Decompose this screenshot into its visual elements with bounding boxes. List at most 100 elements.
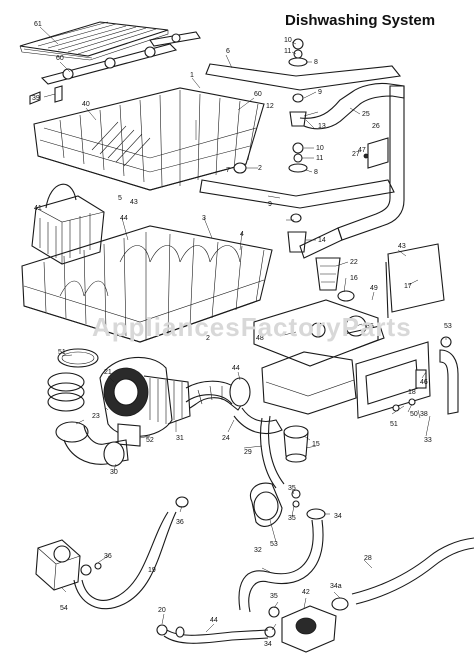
heater-control-box <box>355 336 459 419</box>
callout-25: 25 <box>362 111 370 118</box>
inlet-valve <box>35 539 102 591</box>
callout-6: 6 <box>226 48 230 55</box>
callout-31: 31 <box>176 435 184 442</box>
callout-32: 32 <box>254 547 262 554</box>
callout-37: 35 <box>366 323 374 330</box>
callout-41: 40 <box>82 101 90 108</box>
callout-58: 53 <box>270 541 278 548</box>
lower-spray-arm <box>199 142 395 253</box>
callout-10b: 10 <box>316 145 324 152</box>
callout-47b: 44 <box>210 617 218 624</box>
bottom-hose <box>156 624 269 644</box>
callout-49: 47 <box>358 147 366 154</box>
filter-assembly <box>315 257 355 302</box>
side-panel <box>385 243 445 319</box>
callout-19: 19 <box>148 567 156 574</box>
callout-60b: 60 <box>254 91 262 98</box>
drain-hose <box>73 511 177 610</box>
callout-21: 21 <box>104 369 112 376</box>
upper-spray-arm <box>205 38 405 130</box>
small-clamp <box>175 496 189 508</box>
circulation-pump <box>99 356 191 447</box>
supply-pipe <box>299 85 405 259</box>
callout-44: 43 <box>130 199 138 206</box>
drain-pump-motor <box>264 597 349 653</box>
pump-inlet-elbow <box>55 421 129 467</box>
callout-27: 27 <box>352 151 360 158</box>
callout-57: 52 <box>146 437 154 444</box>
callout-48: 46 <box>420 379 428 386</box>
callout-38: 36 <box>176 519 184 526</box>
callout-11: 11 <box>284 48 291 55</box>
callout-labels: 61 60 39 40 1 60 6 10 11 8 9 12 13 25 26… <box>32 21 452 648</box>
cutlery-basket <box>31 183 105 265</box>
callout-42: 41 <box>34 205 42 212</box>
callout-40: 39 <box>32 95 40 102</box>
callout-7: 7 <box>226 167 230 174</box>
callout-1: 1 <box>190 72 194 79</box>
hose-clamp <box>57 348 99 368</box>
callout-12: 12 <box>266 103 274 110</box>
callout-14: 14 <box>318 237 326 244</box>
callout-34b: 34 <box>264 641 272 648</box>
rack-rail <box>40 31 201 85</box>
callout-17: 17 <box>404 283 412 290</box>
upper-basket <box>33 87 265 191</box>
callout-52: 50 <box>410 411 418 418</box>
callout-5: 5 <box>118 195 122 202</box>
callout-10: 10 <box>284 37 292 44</box>
callout-29: 29 <box>244 449 252 456</box>
callout-13: 13 <box>318 123 326 130</box>
callout-36: 36 <box>104 553 112 560</box>
callout-18: 18 <box>408 389 416 396</box>
seal-rings <box>47 372 85 412</box>
callout-34a: 34a <box>330 583 342 590</box>
callout-4: 4 <box>240 231 244 238</box>
callout-23: 23 <box>92 413 100 420</box>
sump-plate <box>253 299 379 367</box>
callout-51: 49 <box>370 285 378 292</box>
callout-45: 43 <box>398 243 406 250</box>
pump-outlet-hose <box>185 377 283 434</box>
callout-35b: 35 <box>288 485 296 492</box>
upper-wire-rack <box>19 21 169 61</box>
callout-28: 28 <box>364 555 372 562</box>
callout-61: 61 <box>34 21 42 28</box>
callout-54: 54 <box>60 605 68 612</box>
callout-24: 24 <box>222 435 230 442</box>
callout-9: 9 <box>318 89 322 96</box>
callout-60: 60 <box>56 55 64 62</box>
callout-3: 3 <box>202 215 206 222</box>
callout-35: 35 <box>288 515 296 522</box>
callout-8b: 8 <box>314 169 318 176</box>
callout-59: 53 <box>444 323 452 330</box>
watermark: AppliancesFactoryParts <box>92 312 412 342</box>
callout-11b: 11 <box>316 155 323 162</box>
callout-9b: 9 <box>268 201 272 208</box>
callout-35c: 35 <box>270 593 278 600</box>
callout-39: 38 <box>420 411 428 418</box>
callout-2b: 2 <box>206 335 210 342</box>
callout-26: 26 <box>372 123 380 130</box>
callout-50: 48 <box>256 335 264 342</box>
center-drain-hose <box>238 519 324 613</box>
rail-clip <box>29 85 63 105</box>
callout-34: 34 <box>334 513 342 520</box>
callout-53: 51 <box>390 421 398 428</box>
drain-pump <box>250 482 326 527</box>
callout-15: 15 <box>312 441 320 448</box>
leader-lines <box>39 26 447 633</box>
callout-43: 42 <box>302 589 310 596</box>
callout-8: 8 <box>314 59 318 66</box>
callout-30: 30 <box>110 469 118 476</box>
pipe-bracket <box>363 137 389 169</box>
lower-basket <box>21 225 273 343</box>
callout-16: 16 <box>350 275 358 282</box>
callout-56: 51 <box>58 349 66 356</box>
callout-22: 22 <box>350 259 358 266</box>
callout-33: 33 <box>424 437 432 444</box>
callout-47: 44 <box>120 215 128 222</box>
drain-filter <box>259 415 309 489</box>
